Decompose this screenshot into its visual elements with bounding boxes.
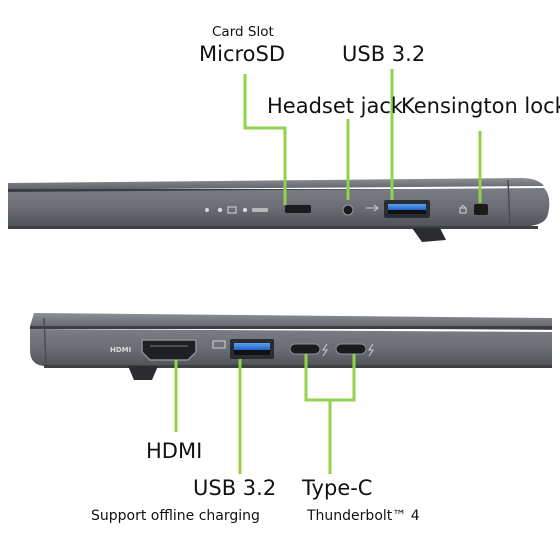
usb-charging-sublabel: Support offline charging xyxy=(91,508,260,524)
kensington-slot xyxy=(474,204,488,215)
laptop-left-side: HDMI xyxy=(30,313,552,380)
microsd-slot xyxy=(285,205,311,213)
status-indicator-icons xyxy=(205,206,268,214)
hdmi-port-print: HDMI xyxy=(110,346,131,354)
microsd-label: MicroSD xyxy=(199,42,286,66)
hdmi-label: HDMI xyxy=(146,439,203,463)
laptop-right-side xyxy=(8,178,550,242)
card-slot-caption: Card Slot xyxy=(212,24,274,40)
kensington-lock-label: Kensington lock xyxy=(401,94,560,118)
thunderbolt-icon xyxy=(368,343,374,357)
type-c-label: Type-C xyxy=(302,476,373,500)
type-c-port-2 xyxy=(335,343,367,355)
thunderbolt-icon xyxy=(322,343,328,357)
callout-lines-bottom xyxy=(174,354,356,474)
callout-lines-top xyxy=(243,69,482,205)
thunderbolt-sublabel: Thunderbolt™ 4 xyxy=(307,508,420,524)
lock-icon xyxy=(459,205,467,214)
headset-jack-label: Headset jack xyxy=(267,94,404,118)
usb-label-top: USB 3.2 xyxy=(342,42,426,66)
headset-jack xyxy=(342,204,354,216)
type-c-port-1 xyxy=(289,343,321,355)
hdmi-port xyxy=(141,339,197,361)
usb-label-bottom: USB 3.2 xyxy=(193,476,277,500)
